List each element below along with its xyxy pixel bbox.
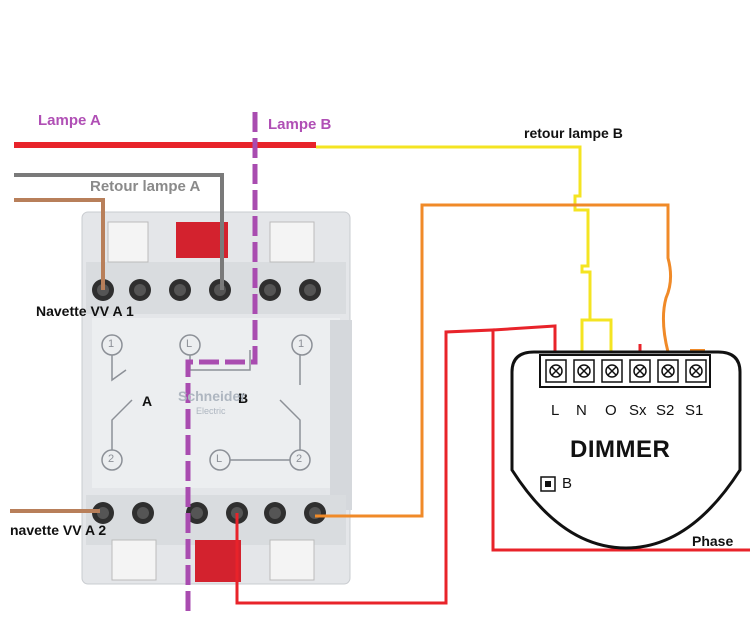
dimmer-terminal-screws — [545, 359, 707, 383]
dimmer-terminal-sx: Sx — [629, 402, 647, 419]
wire-lampe-b — [185, 112, 258, 612]
wire-phase — [235, 324, 750, 605]
label-lampe-b: Lampe B — [268, 116, 332, 133]
mark-l-top: L — [186, 338, 193, 350]
dimmer-button-label: B — [562, 475, 573, 492]
dimmer-terminal-n: N — [576, 402, 587, 419]
dimmer-terminal-l: L — [551, 402, 560, 419]
dimmer-terminal-s2: S2 — [656, 402, 675, 419]
label-retour-lampe-b: retour lampe B — [524, 125, 623, 141]
label-switch-a: A — [142, 393, 153, 409]
brand-sub: Electric — [196, 406, 226, 416]
wire-retour-lampe-b — [316, 145, 613, 352]
wire-orange-s2 — [315, 203, 673, 518]
dimmer-terminal-o: O — [605, 402, 617, 419]
wire-retour-lampe-a — [14, 173, 224, 290]
wire-navette-1 — [14, 198, 105, 290]
bottom-terminal-row — [86, 495, 346, 545]
mark-l-bottom: L — [216, 453, 223, 465]
mark-2-left: 2 — [108, 453, 115, 465]
brand-logo: Schneider — [178, 388, 246, 404]
label-retour-lampe-a: Retour lampe A — [90, 178, 201, 195]
mark-1-right: 1 — [298, 338, 305, 350]
label-phase: Phase — [692, 533, 734, 549]
dimmer-module — [510, 350, 742, 550]
label-lampe-a: Lampe A — [38, 112, 101, 129]
mark-2-right: 2 — [296, 453, 303, 465]
dimmer-terminal-s1: S1 — [685, 402, 704, 419]
label-switch-b: B — [238, 390, 249, 406]
label-navette-1: Navette VV A 1 — [36, 303, 134, 319]
label-navette-2: navette VV A 2 — [10, 522, 107, 538]
dimmer-title: DIMMER — [570, 436, 671, 463]
mark-1-left: 1 — [108, 338, 115, 350]
switch-body — [81, 211, 352, 585]
